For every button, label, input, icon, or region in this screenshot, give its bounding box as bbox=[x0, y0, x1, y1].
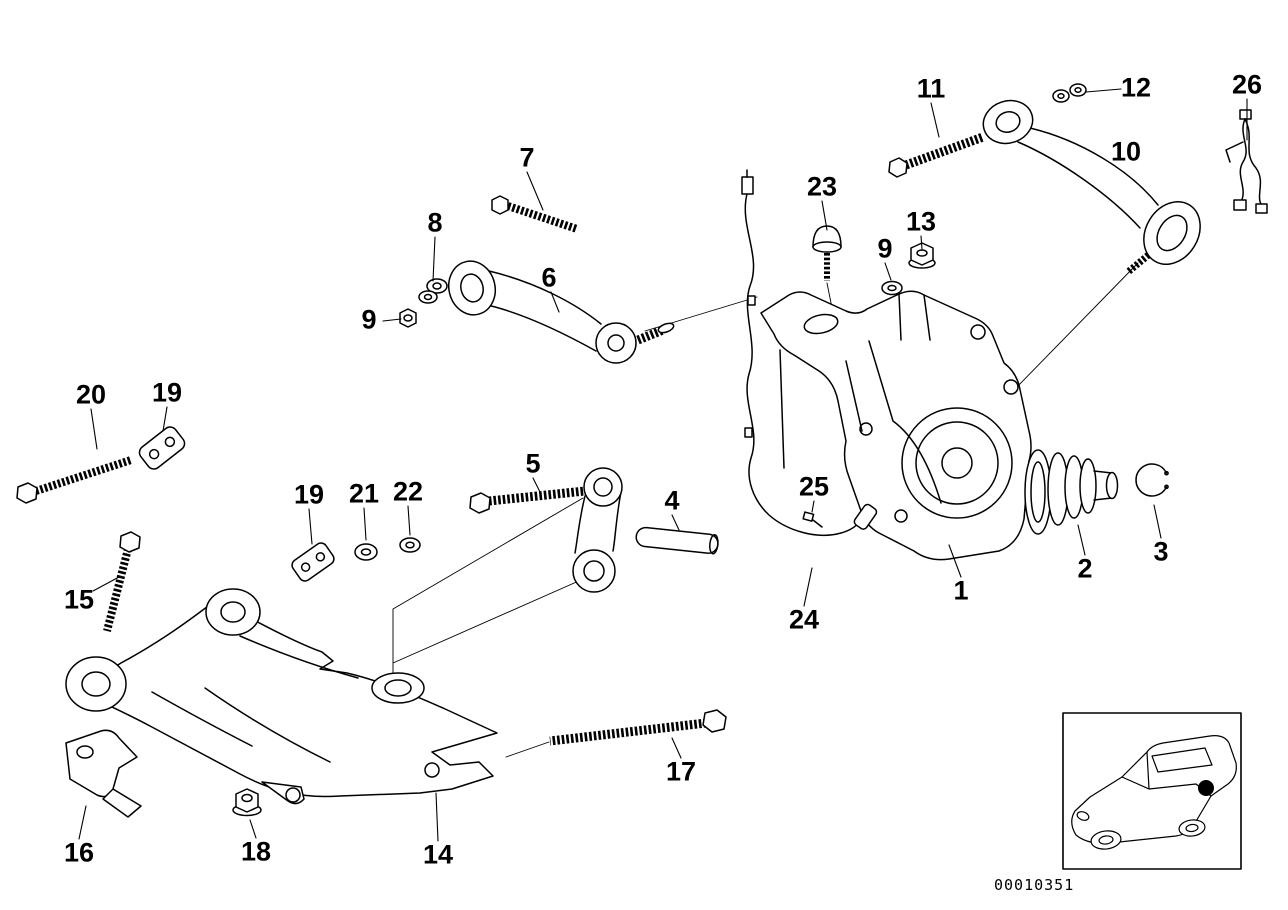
trailing-arm bbox=[65, 588, 498, 805]
car-locator-thumbnail bbox=[1062, 712, 1242, 870]
part-callout-15[interactable]: 15 bbox=[63, 584, 95, 615]
bolt-7 bbox=[491, 195, 579, 233]
part-callout-26[interactable]: 26 bbox=[1231, 69, 1263, 100]
part-callout-5[interactable]: 5 bbox=[525, 448, 541, 479]
bolt-15 bbox=[103, 531, 141, 632]
part-callout-14[interactable]: 14 bbox=[422, 839, 454, 870]
stopper-plate-19-upper bbox=[138, 426, 186, 470]
integral-link bbox=[572, 467, 623, 593]
abs-sensor-cable bbox=[741, 169, 878, 537]
bolt-5 bbox=[469, 486, 586, 514]
part-callout-24[interactable]: 24 bbox=[788, 604, 820, 635]
nut-9-left bbox=[399, 308, 417, 328]
part-callout-1[interactable]: 1 bbox=[953, 575, 969, 606]
protection-cap bbox=[812, 225, 842, 281]
bolt-20 bbox=[16, 456, 133, 504]
drive-flange bbox=[1024, 449, 1119, 535]
part-callout-18[interactable]: 18 bbox=[240, 836, 272, 867]
part-callout-3[interactable]: 3 bbox=[1153, 536, 1169, 567]
part-callout-25[interactable]: 25 bbox=[798, 471, 830, 502]
washer-9-right bbox=[881, 280, 903, 296]
washer-21 bbox=[354, 543, 378, 561]
nut-13 bbox=[908, 242, 936, 269]
snap-ring bbox=[1135, 463, 1169, 497]
bracket-16 bbox=[65, 729, 142, 818]
axle-location-dot bbox=[1198, 780, 1214, 796]
washer-22 bbox=[399, 537, 421, 553]
part-callout-2[interactable]: 2 bbox=[1077, 553, 1093, 584]
doc-number: 00010351 bbox=[994, 876, 1075, 894]
upper-wishbone bbox=[982, 99, 1201, 275]
part-callout-12[interactable]: 12 bbox=[1120, 72, 1152, 103]
part-callout-4[interactable]: 4 bbox=[664, 485, 680, 516]
track-strut-arm bbox=[447, 260, 675, 364]
bolt-11 bbox=[888, 132, 985, 178]
part-callout-8[interactable]: 8 bbox=[427, 207, 443, 238]
part-callout-19-lower[interactable]: 19 bbox=[293, 479, 325, 510]
part-callout-22[interactable]: 22 bbox=[392, 476, 424, 507]
sensor-screw-25 bbox=[802, 511, 823, 528]
construction-lines bbox=[392, 262, 1139, 787]
part-callout-9-right[interactable]: 9 bbox=[877, 233, 893, 264]
washer-12 bbox=[1052, 83, 1087, 103]
part-callout-10[interactable]: 10 bbox=[1110, 136, 1142, 167]
part-callout-23[interactable]: 23 bbox=[806, 171, 838, 202]
nut-18 bbox=[232, 788, 262, 817]
part-callout-13[interactable]: 13 bbox=[905, 206, 937, 237]
part-callout-6[interactable]: 6 bbox=[541, 262, 557, 293]
part-callout-17[interactable]: 17 bbox=[665, 756, 697, 787]
part-callout-7[interactable]: 7 bbox=[519, 142, 535, 173]
link-pin bbox=[635, 526, 719, 555]
wear-indicator-harness bbox=[1225, 109, 1268, 214]
part-callout-16[interactable]: 16 bbox=[63, 837, 95, 868]
wheel-carrier bbox=[760, 290, 1032, 561]
part-callout-9-left[interactable]: 9 bbox=[361, 304, 377, 335]
part-callout-11[interactable]: 11 bbox=[916, 73, 946, 104]
bolt-17 bbox=[549, 709, 727, 746]
leader-lines bbox=[78, 88, 1248, 842]
part-callout-20[interactable]: 20 bbox=[75, 379, 107, 410]
stopper-plate-19-lower bbox=[291, 542, 335, 582]
part-callout-21[interactable]: 21 bbox=[348, 478, 380, 509]
washer-8 bbox=[418, 278, 448, 304]
part-callout-19-upper[interactable]: 19 bbox=[151, 377, 183, 408]
